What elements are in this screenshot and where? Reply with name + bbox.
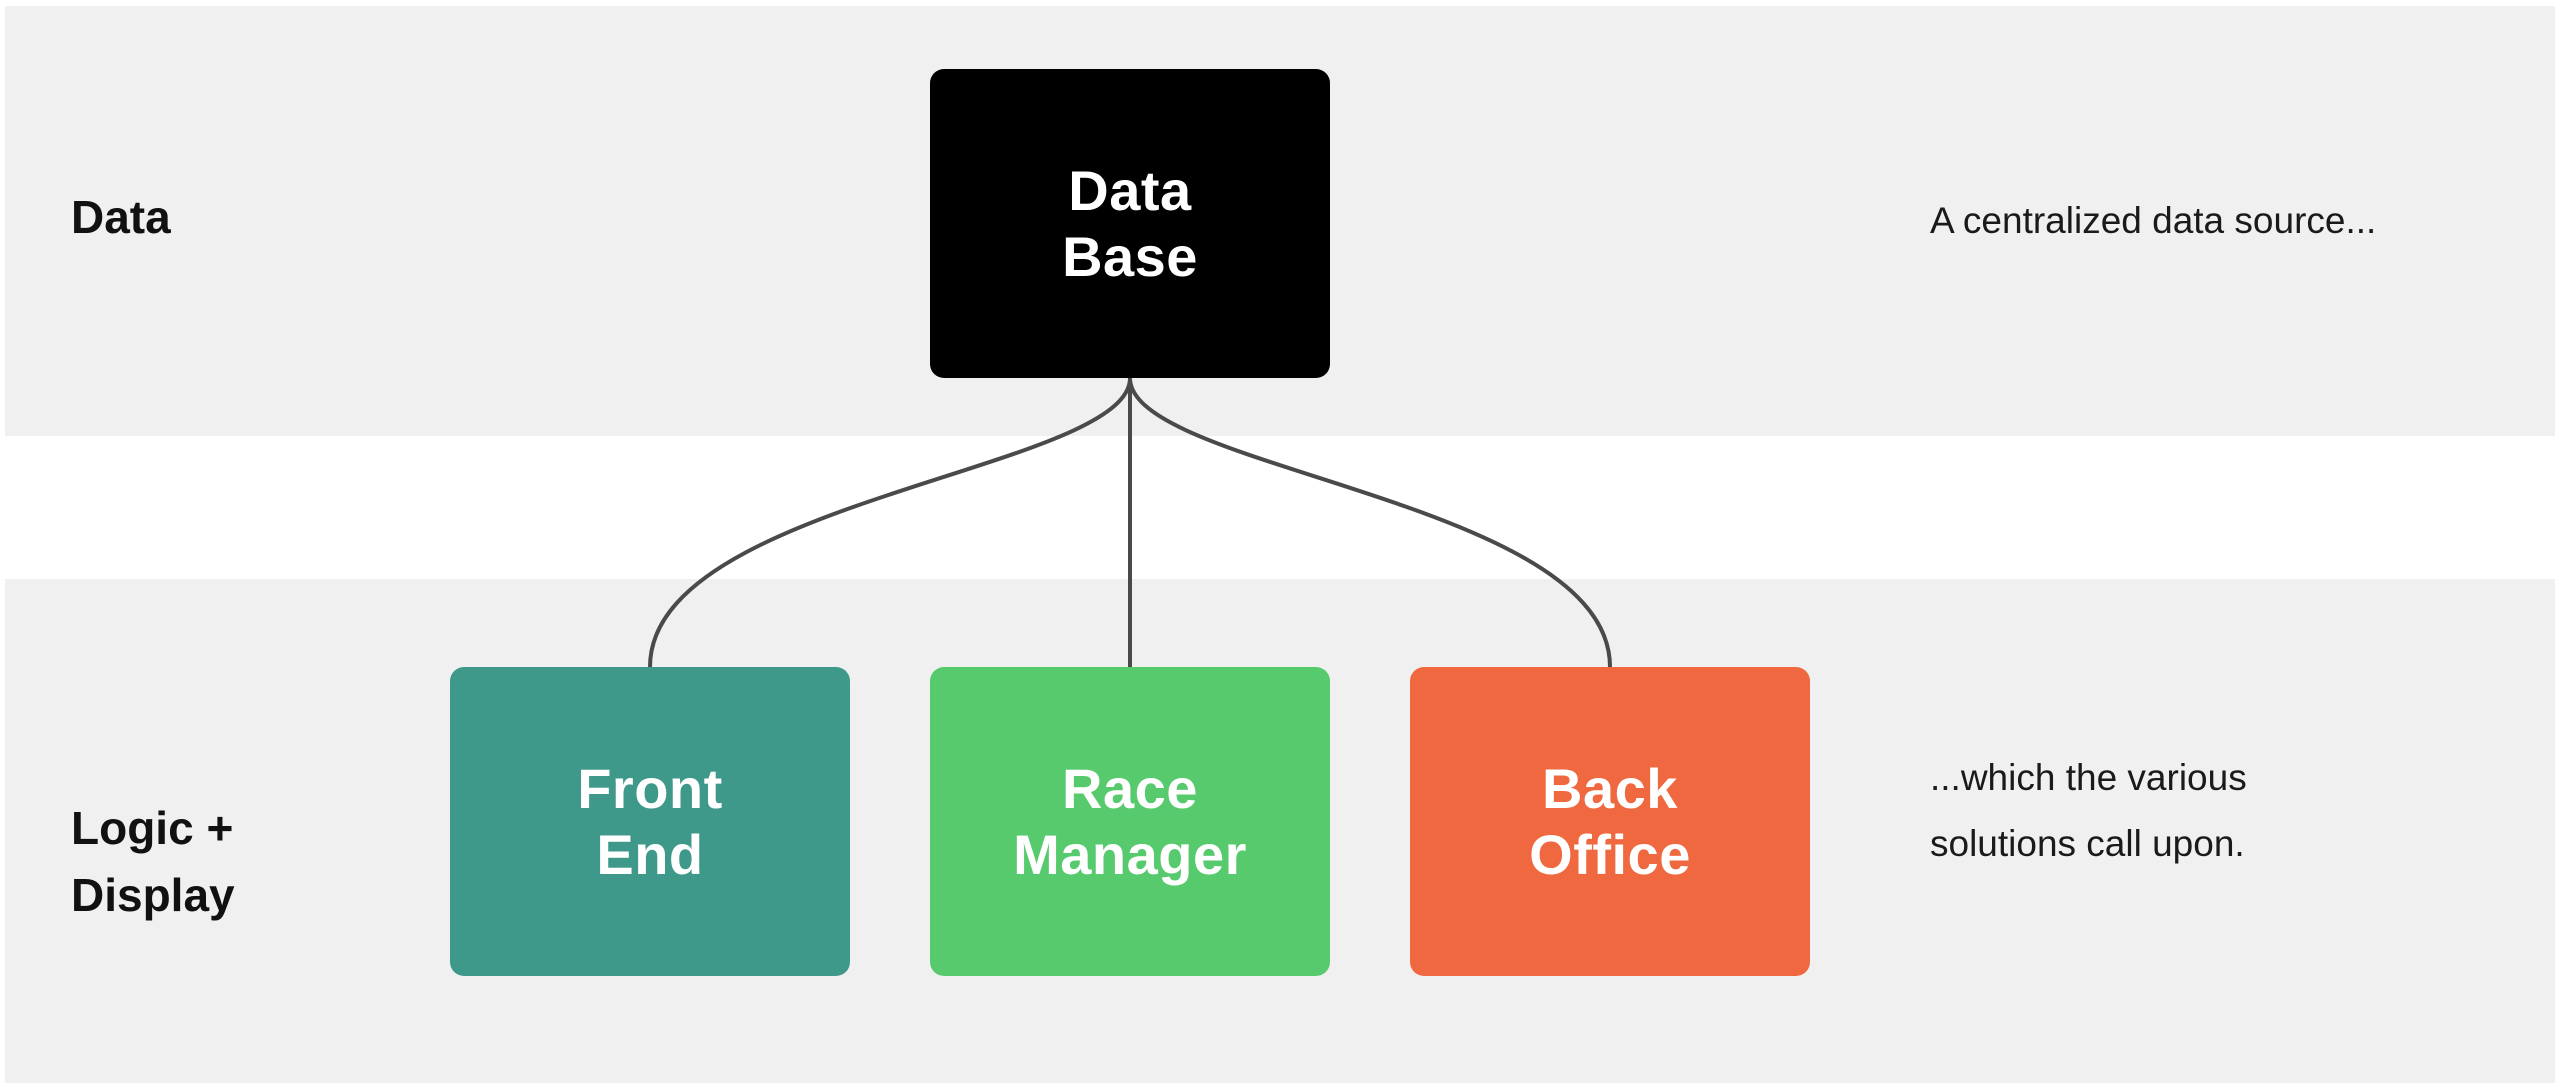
row-label-data: Data <box>71 184 171 251</box>
back-office-node: Back Office <box>1410 667 1810 976</box>
description-data-layer: A centralized data source... <box>1930 200 2377 241</box>
database-node-line1: Data <box>1068 158 1192 222</box>
race-manager-node-line2: Manager <box>1013 822 1247 886</box>
front-end-node-line1: Front <box>577 756 723 820</box>
front-end-node: Front End <box>450 667 850 976</box>
front-end-node-line2: End <box>596 822 704 886</box>
row-label-logic-line1: Logic + <box>71 802 234 854</box>
database-node-line2: Base <box>1062 224 1198 288</box>
row-label-data-text: Data <box>71 191 171 243</box>
back-office-node-line2: Office <box>1529 822 1691 886</box>
back-office-node-line1: Back <box>1542 756 1678 820</box>
row-label-logic-display: Logic + Display <box>71 795 235 929</box>
database-node: Data Base <box>930 69 1330 378</box>
race-manager-node: Race Manager <box>930 667 1330 976</box>
race-manager-node-line1: Race <box>1062 756 1198 820</box>
description-logic-layer: ...which the various solutions call upon… <box>1930 757 2247 864</box>
row-label-logic-line2: Display <box>71 869 235 921</box>
